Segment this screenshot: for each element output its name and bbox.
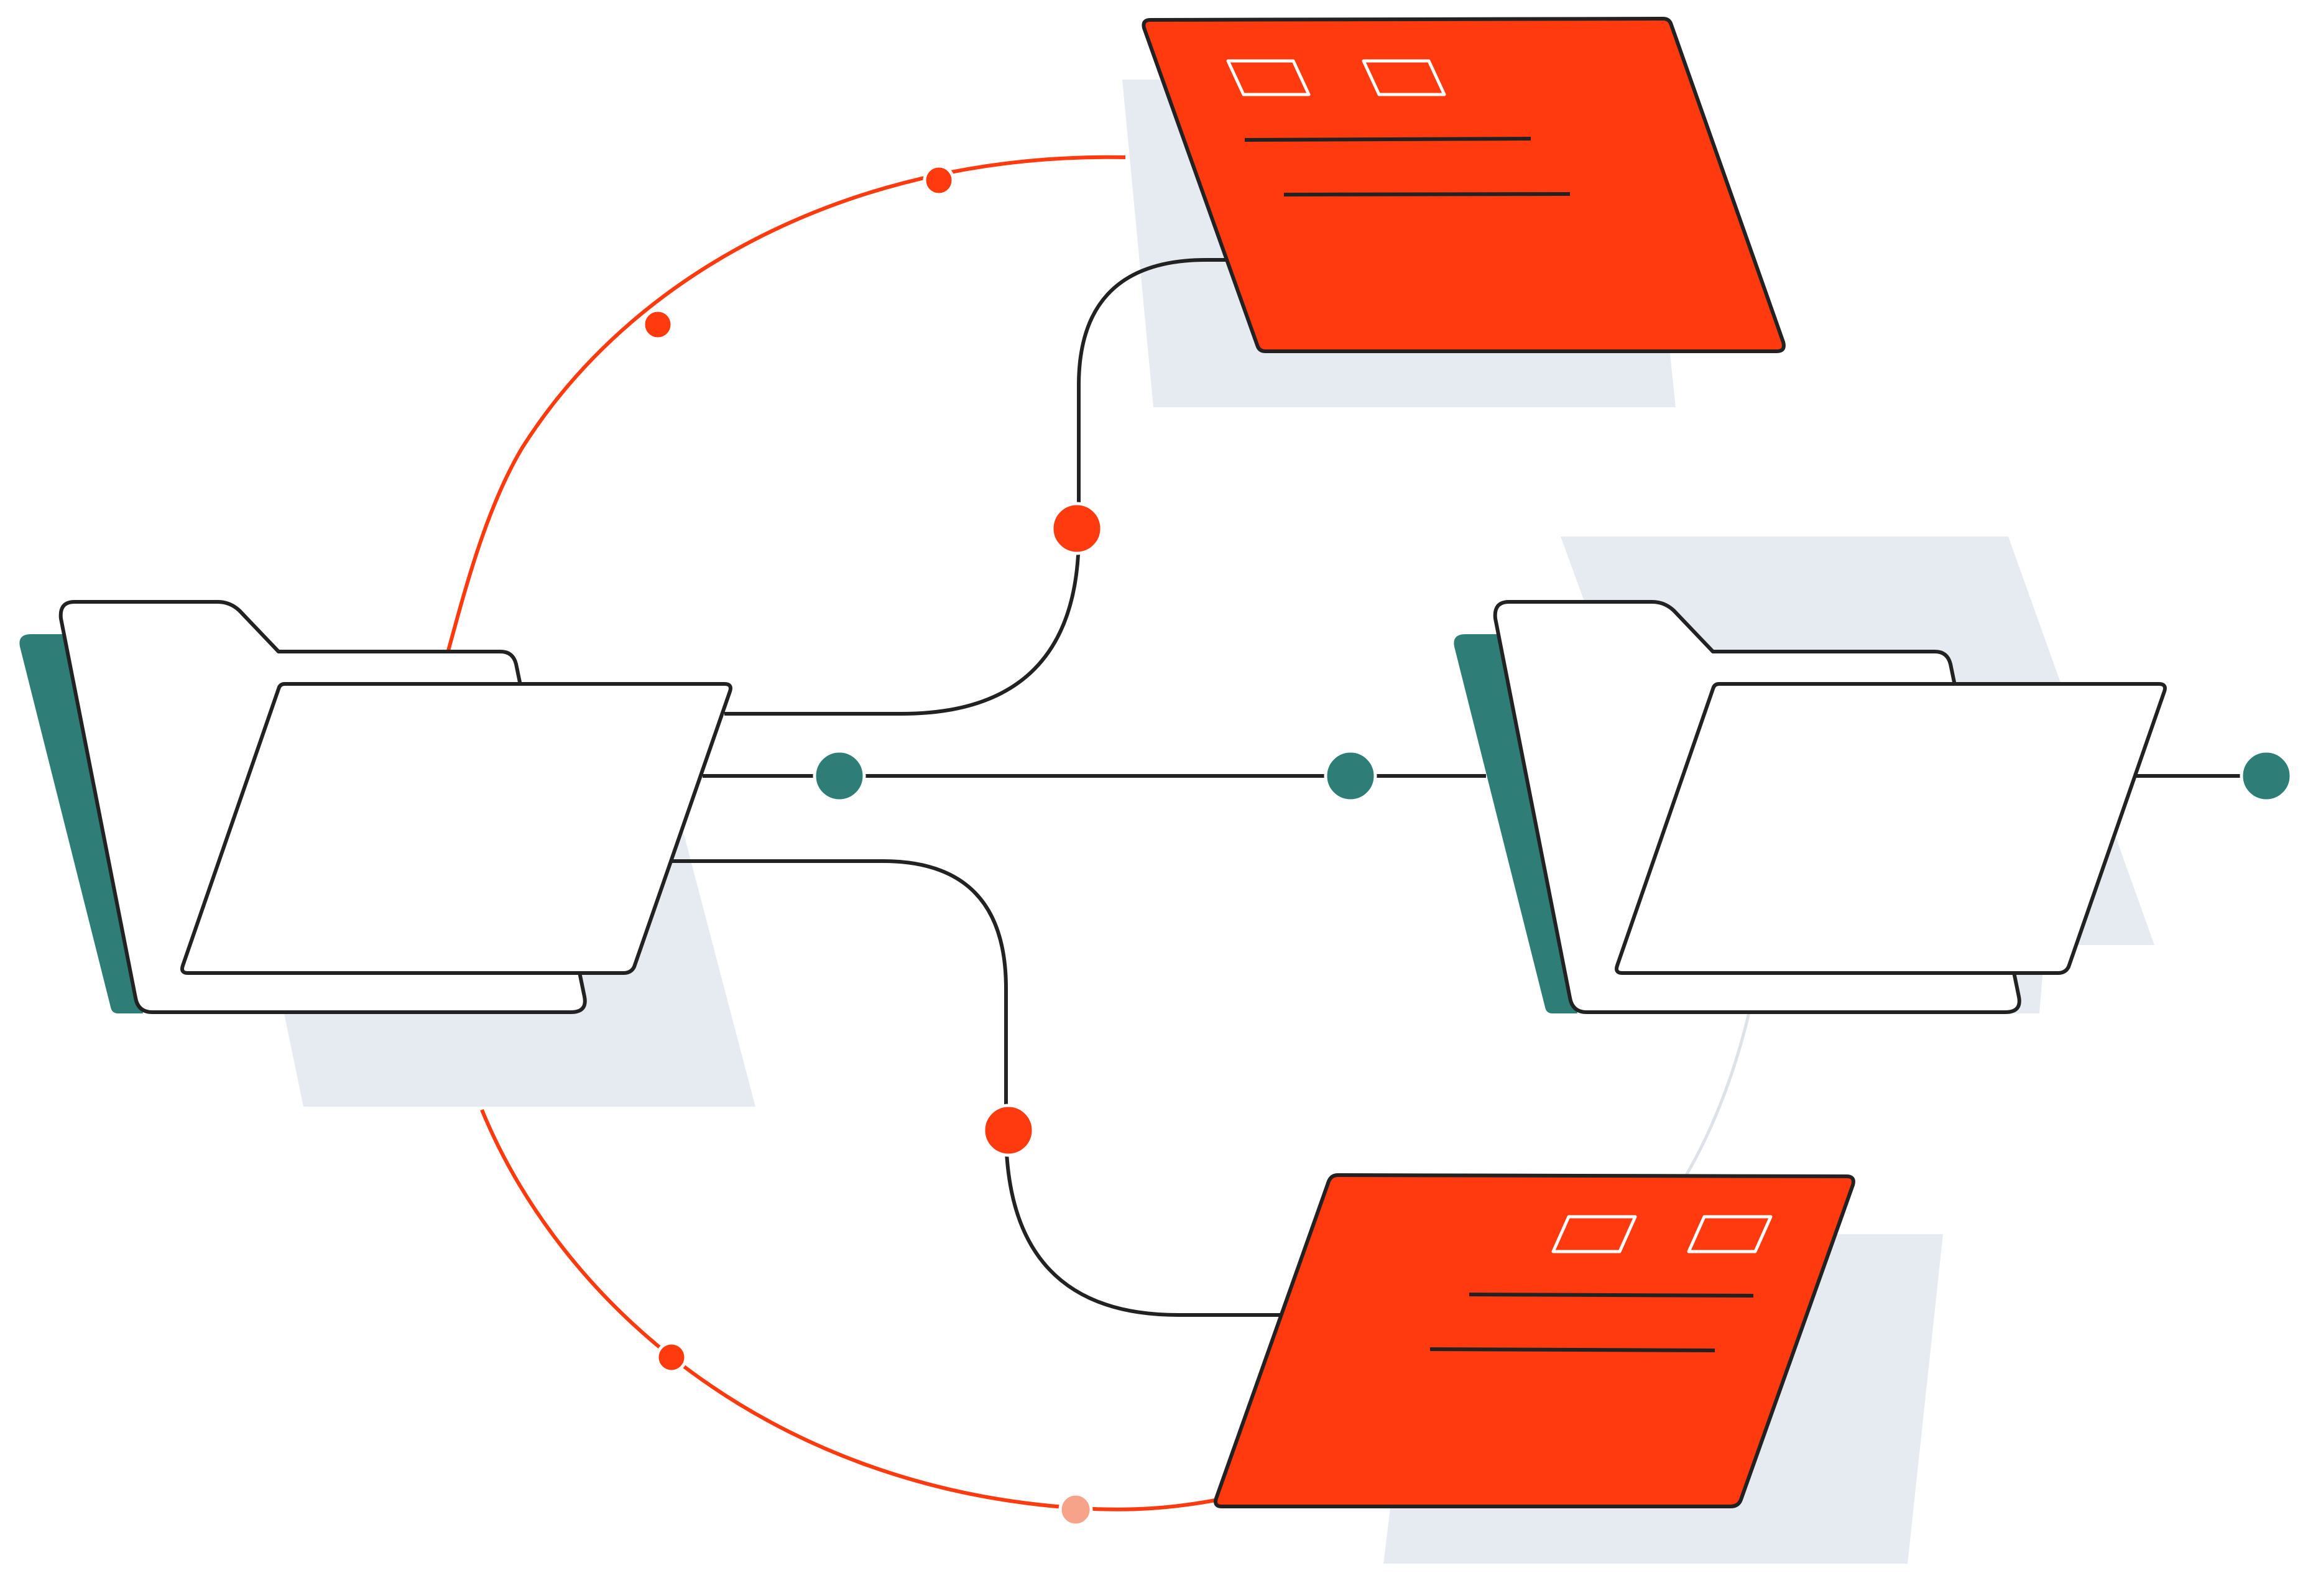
top-document-card (1142, 17, 1786, 353)
sync-dot-1 (813, 749, 866, 803)
target-folder-back (1454, 634, 1577, 1013)
arc-dot-1 (923, 164, 955, 196)
sync-dot-3 (2240, 749, 2293, 803)
top-document-button-2 (1362, 59, 1446, 96)
bottom-connector-dot (982, 1104, 1035, 1157)
faint-arc (1677, 1007, 1752, 1189)
top-document-line-2 (1283, 192, 1571, 196)
bottom-document-line-1 (1469, 1293, 1754, 1298)
top-document-icon (1142, 17, 1786, 353)
bottom-document-button-1 (1551, 1215, 1637, 1253)
sync-dot-2 (1324, 749, 1377, 803)
target-folder-front (1615, 682, 2167, 975)
arc-dot-2 (642, 308, 674, 341)
bottom-document-line-2 (1429, 1347, 1715, 1352)
source-folder-icon (19, 600, 732, 1014)
connector-to-bottom-document (672, 859, 1281, 1317)
top-connector-dot (1050, 502, 1104, 555)
arc-dot-4-faded (1058, 1492, 1093, 1527)
bottom-document-card (1214, 1173, 1855, 1508)
top-document-button-1 (1226, 59, 1311, 96)
top-document-line-1 (1244, 137, 1531, 142)
arc-dot-3 (655, 1341, 688, 1373)
orange-arc-upper (446, 155, 1126, 653)
dots (642, 164, 2293, 1527)
source-folder-front (180, 682, 732, 975)
source-folder-back (19, 634, 144, 1013)
bottom-document-button-2 (1687, 1215, 1773, 1253)
target-folder-icon (1454, 600, 2167, 1014)
bottom-document-icon (1214, 1173, 1855, 1508)
orange-arc-lower (480, 1109, 1219, 1511)
